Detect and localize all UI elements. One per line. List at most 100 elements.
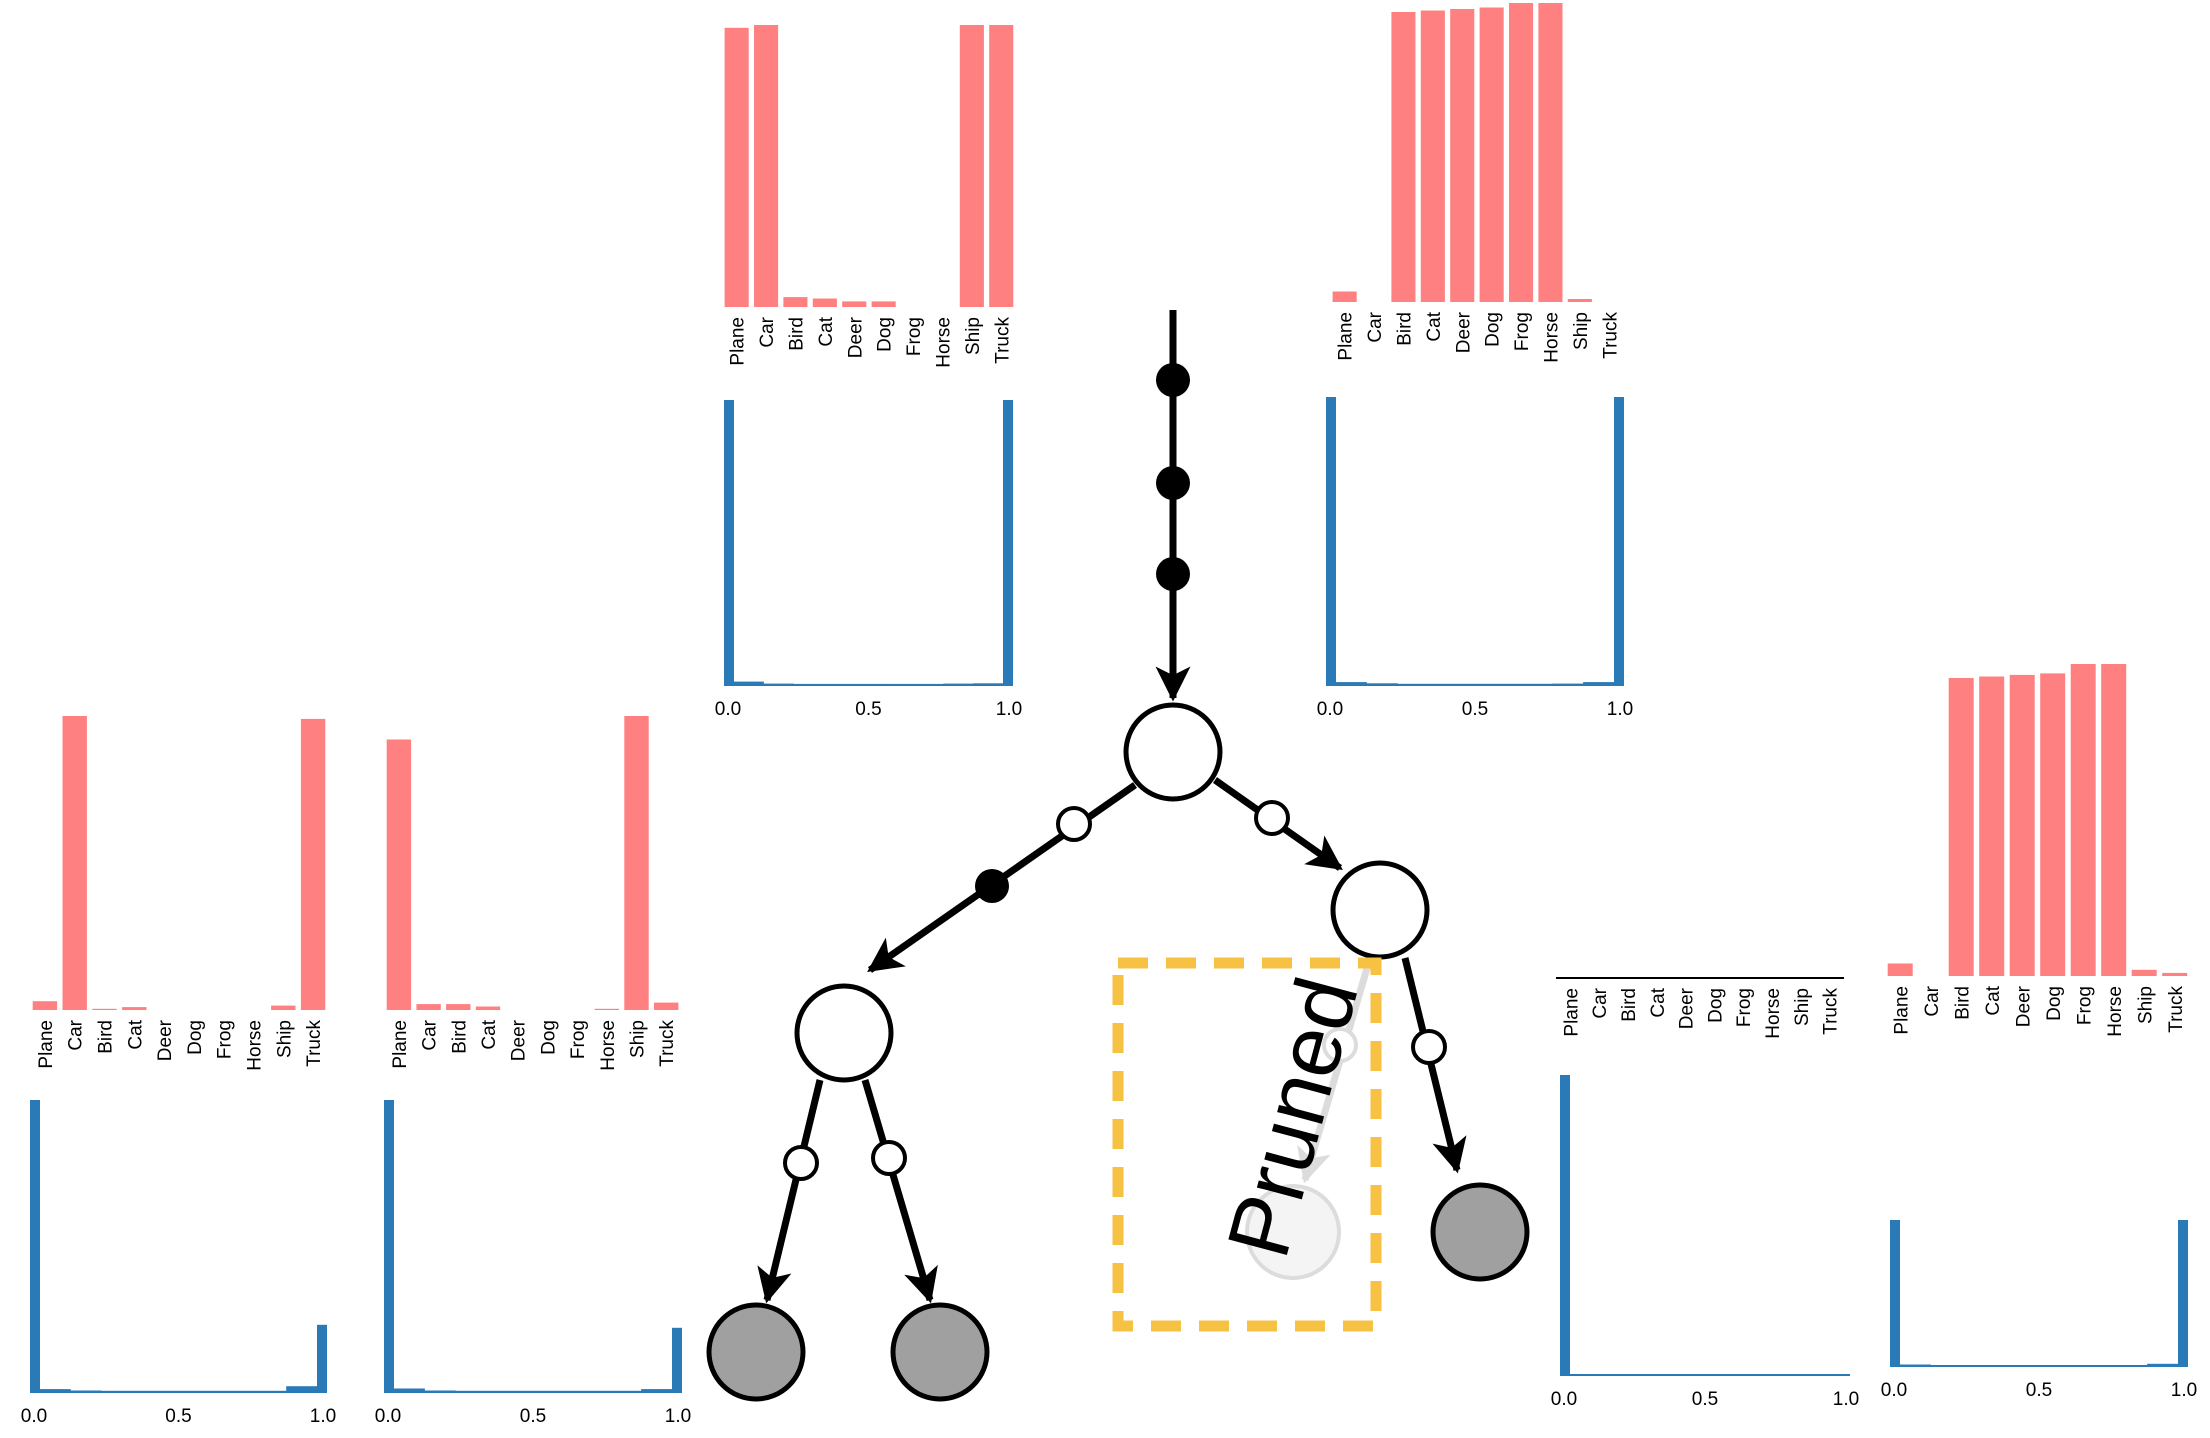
histogram-tick-label: 0.5 — [165, 1406, 191, 1427]
category-label: Frog — [1734, 988, 1755, 1027]
histogram-tick-label: 0.0 — [715, 699, 741, 720]
filled-marker — [1156, 557, 1190, 591]
category-label: Ship — [628, 1020, 649, 1058]
histogram-bar — [1459, 683, 1491, 685]
histogram-bar — [672, 1327, 682, 1392]
category-label: Deer — [845, 316, 866, 358]
histogram-bar — [70, 1390, 102, 1392]
edge-pruned — [1297, 957, 1374, 1184]
class-bar — [32, 1001, 58, 1010]
open-marker — [871, 1140, 907, 1176]
category-label: Truck — [1821, 988, 1842, 1035]
histogram-tick-label: 0.0 — [1551, 1389, 1577, 1410]
class-bar — [724, 27, 749, 308]
class-bar — [989, 25, 1014, 307]
category-label: Horse — [2105, 986, 2126, 1037]
histogram-bar — [1560, 1075, 1570, 1375]
histogram-bar — [224, 1390, 256, 1392]
category-label: Frog — [1512, 312, 1533, 351]
category-label: Plane — [390, 1020, 411, 1069]
class-bar — [842, 301, 867, 307]
histogram-tick-label: 0.5 — [1692, 1389, 1718, 1410]
pruned-box — [1112, 957, 1382, 1332]
histogram-tick-label: 1.0 — [996, 699, 1022, 720]
class-bar — [446, 1004, 471, 1010]
histogram-bar — [455, 1390, 487, 1392]
leaf-node — [706, 1302, 806, 1402]
category-label: Car — [1365, 311, 1386, 342]
histogram-bar — [763, 683, 794, 685]
histogram-bar — [2116, 1365, 2148, 1366]
histogram-bar — [517, 1390, 549, 1392]
category-label: Ship — [963, 317, 984, 355]
class-bar — [1450, 9, 1475, 302]
category-label: Car — [1590, 987, 1611, 1018]
class-bar — [1567, 299, 1592, 302]
category-label: Dog — [1705, 988, 1726, 1023]
class-bar — [2040, 673, 2066, 976]
class-bar — [959, 25, 984, 307]
histogram-bar — [734, 681, 764, 685]
category-label: Truck — [304, 1020, 325, 1067]
histogram-bar — [1326, 397, 1336, 685]
root-node — [1123, 702, 1223, 802]
histogram-bar — [1900, 1364, 1931, 1366]
class-bar — [2101, 664, 2127, 976]
histogram-bar — [793, 683, 824, 685]
histogram-tick-label: 1.0 — [2171, 1380, 2197, 1401]
category-label: Cat — [1424, 311, 1445, 341]
histogram-tick-label: 0.0 — [1317, 699, 1343, 720]
histogram-tick-label: 0.0 — [21, 1406, 47, 1427]
category-label: Cat — [125, 1019, 146, 1049]
category-label: Cat — [1983, 985, 2004, 1015]
category-label: Truck — [657, 1020, 678, 1067]
histogram-bar — [1521, 683, 1553, 685]
category-label: Car — [1922, 985, 1943, 1016]
histogram-bar — [943, 683, 974, 685]
category-label: Bird — [787, 317, 808, 351]
category-label: Car — [420, 1019, 441, 1050]
histogram-tick-label: 0.5 — [1462, 699, 1488, 720]
histogram-bar — [548, 1390, 580, 1392]
category-label: Dog — [1483, 312, 1504, 347]
histogram-bar — [1366, 683, 1398, 685]
histogram-bar — [1750, 1374, 1780, 1375]
leaf-node — [890, 1302, 990, 1402]
histogram-bar — [2054, 1365, 2086, 1366]
category-label: Deer — [2013, 985, 2034, 1027]
edge-left-leaf1 — [757, 1079, 824, 1304]
histogram-bar — [1690, 1374, 1720, 1375]
class-bar — [624, 716, 649, 1010]
class-bar — [1538, 3, 1563, 302]
histogram-bar — [193, 1390, 225, 1392]
class-bar — [62, 716, 87, 1010]
pruned-label: Pruned — [1208, 967, 1377, 1267]
histogram-bar — [1961, 1365, 1993, 1366]
class-bar — [2131, 969, 2157, 976]
category-label: Plane — [728, 317, 749, 366]
histogram-bar — [853, 683, 884, 685]
histogram-bar — [641, 1389, 672, 1392]
category-label: Cat — [1648, 987, 1669, 1017]
histogram-bar — [163, 1390, 194, 1392]
histogram-tick-label: 1.0 — [1833, 1389, 1859, 1410]
open-marker-pruned — [1322, 1027, 1358, 1063]
class-bar — [783, 297, 808, 307]
class-bar — [416, 1004, 441, 1010]
category-label: Dog — [2044, 986, 2065, 1021]
class-bar — [1948, 678, 1974, 976]
histogram-bar — [40, 1389, 71, 1392]
histogram-bar — [1336, 682, 1367, 685]
open-marker — [1254, 800, 1290, 836]
category-label: Frog — [215, 1020, 236, 1059]
class-bar — [754, 25, 779, 307]
histogram-bar — [384, 1100, 394, 1392]
